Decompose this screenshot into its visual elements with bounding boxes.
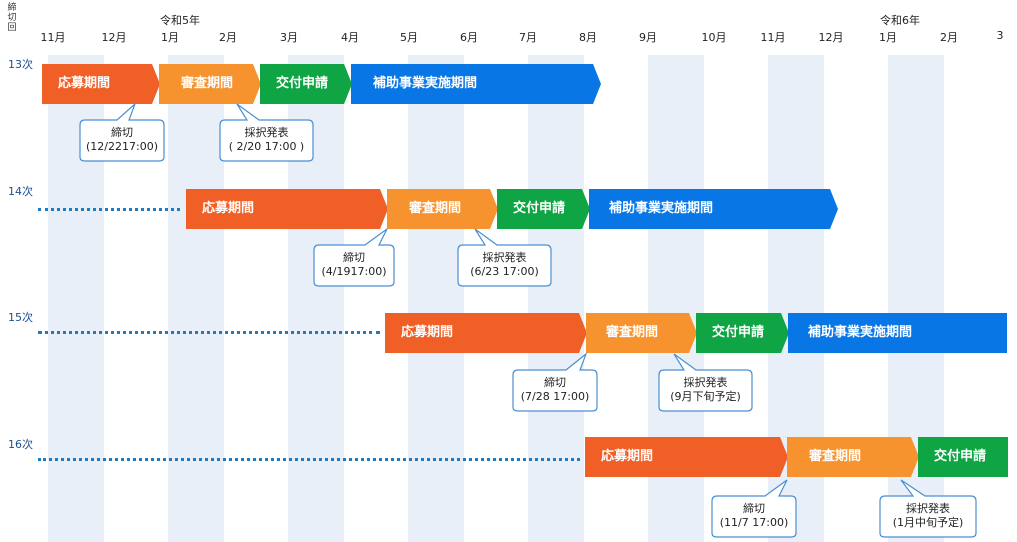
month-header: 2月 [940, 31, 958, 44]
callout-detail: (9月下旬予定) [670, 390, 741, 403]
callout-bubble [879, 479, 977, 538]
callout-title: 採択発表 [482, 251, 527, 264]
phase-application-period: 応募期間 [385, 313, 587, 353]
deadline-callout: 締切(12/2217:00) [79, 103, 165, 162]
phase-project-period: 補助事業実施期間 [788, 313, 1007, 353]
phase-application-period: 応募期間 [186, 189, 388, 229]
month-stripe [528, 55, 584, 542]
callout-title: 採択発表 [683, 376, 728, 389]
phase-review-period: 審査期間 [586, 313, 697, 353]
phase-grant-application: 交付申請 [497, 189, 590, 229]
round-label: 14次 [8, 185, 33, 198]
deadline-column-label: 締切回 [7, 3, 17, 33]
phase-grant-application: 交付申請 [918, 437, 1008, 477]
callout-title: 締切 [343, 251, 365, 264]
callout-bubble [658, 353, 753, 412]
month-header: 2月 [219, 31, 237, 44]
month-header: 4月 [341, 31, 359, 44]
timeline-dots [38, 458, 580, 461]
month-header: 1月 [879, 31, 897, 44]
callout-bubble [512, 352, 598, 412]
month-header: 10月 [701, 31, 727, 44]
month-header: 11月 [40, 31, 66, 44]
callout-title: 締切 [544, 376, 566, 389]
callout-detail: (7/28 17:00) [520, 390, 590, 403]
announcement-callout: 採択発表(9月下旬予定) [658, 353, 753, 412]
timeline-dots [38, 331, 380, 334]
round-label: 16次 [8, 438, 33, 451]
callout-bubble [313, 228, 395, 287]
month-stripe [408, 55, 464, 542]
phase-review-period: 審査期間 [387, 189, 498, 229]
phase-review-period: 審査期間 [159, 64, 261, 104]
timeline-dots [38, 208, 180, 211]
callout-bubble [79, 103, 165, 162]
month-header: 3 [996, 29, 1004, 42]
callout-detail: (12/2217:00) [86, 140, 158, 153]
round-label: 15次 [8, 311, 33, 324]
month-header: 8月 [579, 31, 597, 44]
callout-bubble [711, 479, 797, 538]
month-stripe [168, 55, 224, 542]
month-header: 6月 [460, 31, 478, 44]
month-header: 12月 [101, 31, 127, 44]
month-header: 7月 [519, 31, 537, 44]
month-header: 1月 [161, 31, 179, 44]
phase-grant-application: 交付申請 [260, 64, 352, 104]
month-header: 3月 [280, 31, 298, 44]
callout-title: 締切 [743, 502, 765, 515]
deadline-callout: 締切(7/28 17:00) [512, 352, 598, 412]
callout-detail: (1月中旬予定) [892, 516, 964, 529]
month-header: 12月 [818, 31, 844, 44]
era-label: 令和5年 [160, 14, 200, 27]
month-header: 9月 [639, 31, 657, 44]
callout-title: 採択発表 [244, 126, 289, 139]
month-header: 5月 [400, 31, 418, 44]
callout-bubble [219, 103, 314, 162]
announcement-callout: 採択発表(1月中旬予定) [879, 479, 977, 538]
phase-grant-application: 交付申請 [696, 313, 789, 353]
callout-detail: ( 2/20 17:00 ) [228, 140, 305, 153]
announcement-callout: 採択発表(6/23 17:00) [457, 228, 552, 287]
callout-detail: (4/1917:00) [321, 265, 387, 278]
phase-application-period: 応募期間 [585, 437, 788, 477]
era-label: 令和6年 [880, 14, 920, 27]
callout-detail: (6/23 17:00) [470, 265, 539, 278]
callout-detail: (11/7 17:00) [719, 516, 789, 529]
deadline-callout: 締切(11/7 17:00) [711, 479, 797, 538]
callout-title: 採択発表 [906, 502, 950, 515]
phase-application-period: 応募期間 [42, 64, 160, 104]
phase-review-period: 審査期間 [787, 437, 919, 477]
callout-bubble [457, 228, 552, 287]
month-header: 11月 [760, 31, 786, 44]
deadline-callout: 締切(4/1917:00) [313, 228, 395, 287]
phase-project-period: 補助事業実施期間 [351, 64, 601, 104]
round-label: 13次 [8, 58, 33, 71]
phase-project-period: 補助事業実施期間 [589, 189, 838, 229]
announcement-callout: 採択発表( 2/20 17:00 ) [219, 103, 314, 162]
callout-title: 締切 [111, 126, 133, 139]
